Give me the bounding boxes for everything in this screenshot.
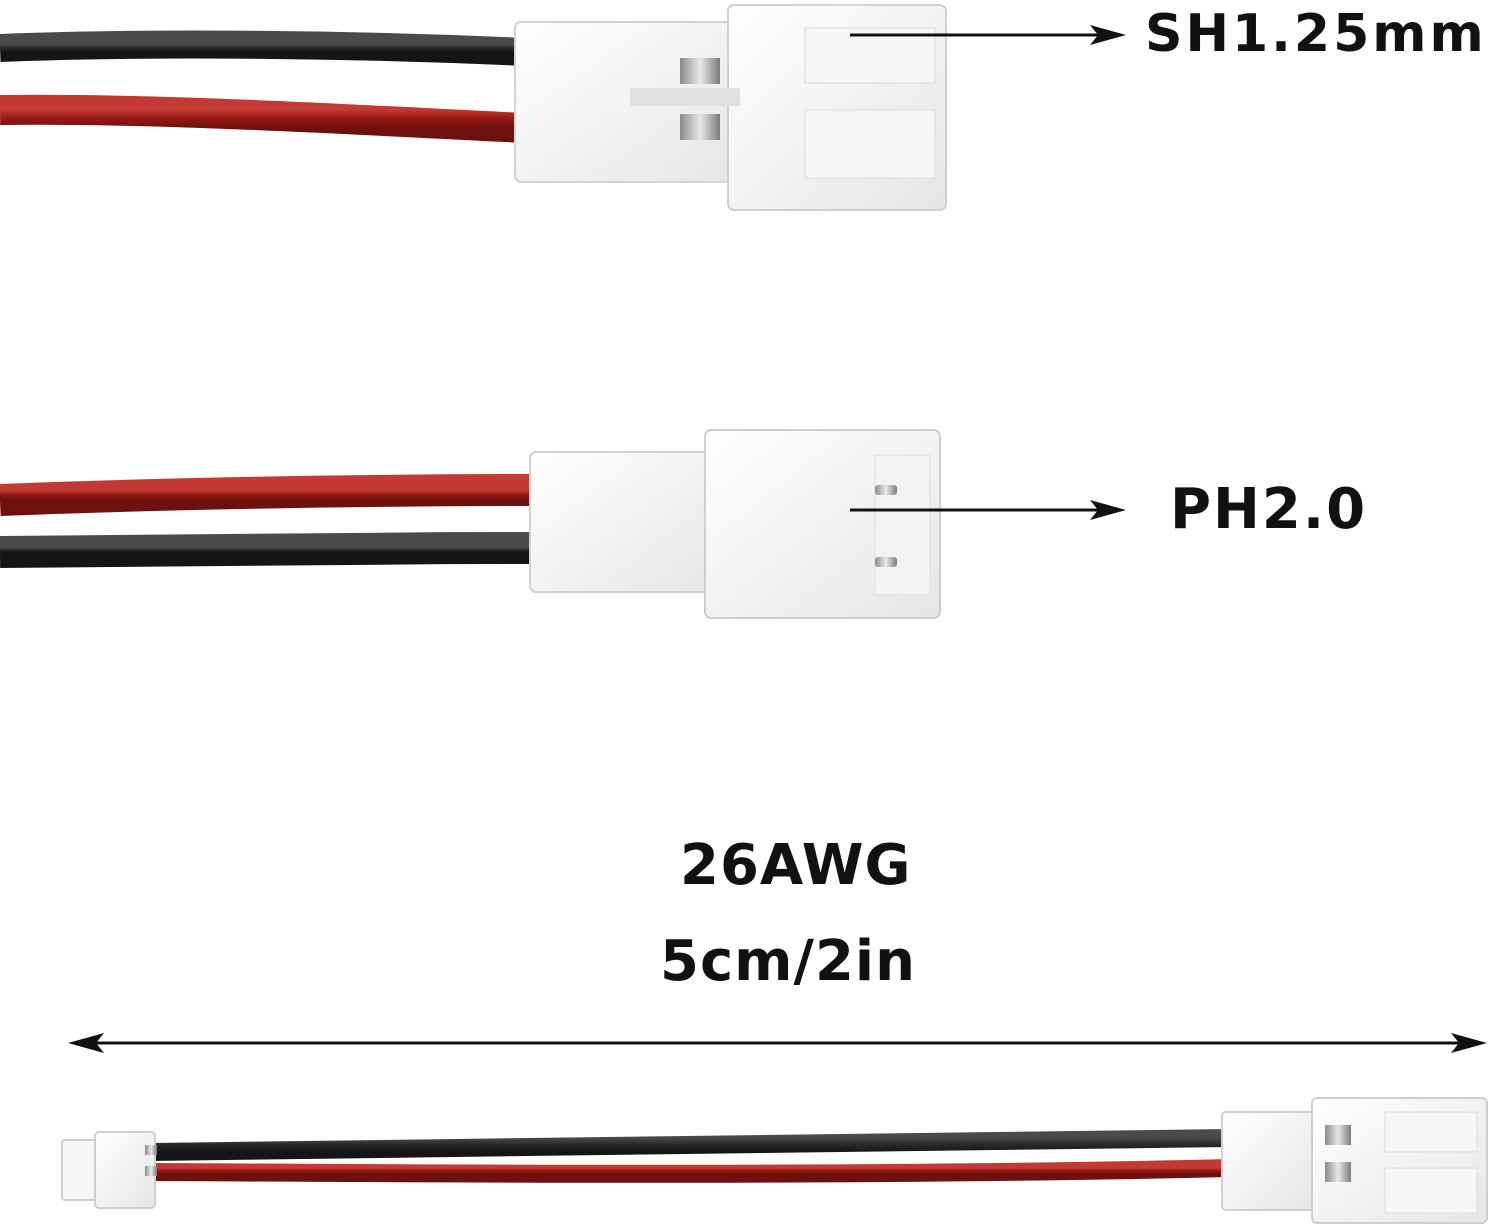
red-wire (0, 474, 541, 516)
black-wire (0, 30, 526, 66)
wire-gauge-label: 26AWG (680, 833, 912, 898)
full-cable-assembly (61, 1097, 1488, 1224)
sh-pin-bottom (680, 114, 720, 140)
arrow-right-icon (850, 25, 1126, 45)
ph-connector-assembly (0, 429, 1126, 619)
double-arrow-icon (68, 1033, 1487, 1053)
sh-connector-housing (514, 4, 947, 211)
sh-connector-assembly (0, 4, 1126, 211)
black-wire (0, 532, 541, 568)
small-connector-housing (61, 1131, 157, 1209)
large-connector-housing (1221, 1097, 1488, 1224)
connector-top-label: SH1.25mm (1145, 4, 1487, 64)
black-wire (149, 1129, 1231, 1161)
arrow-right-icon (850, 500, 1126, 520)
ph-pin-bottom (875, 557, 897, 567)
sh-pin-top (680, 58, 720, 84)
connector-middle-label: PH2.0 (1170, 477, 1368, 542)
ph-pin-top (875, 485, 897, 495)
red-wire (0, 94, 526, 143)
length-label: 5cm/2in (660, 929, 916, 994)
red-wire (149, 1159, 1231, 1183)
ph-connector-housing (529, 429, 941, 619)
